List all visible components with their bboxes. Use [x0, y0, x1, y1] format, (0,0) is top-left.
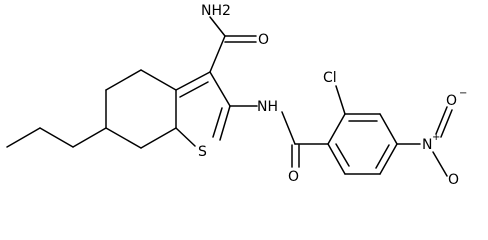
- cyclohexene-ring: [105, 69, 177, 149]
- linker-oxygen-label: O: [288, 169, 299, 185]
- chlorine-label: Cl: [323, 70, 337, 86]
- thiophene-ring: [175, 71, 231, 147]
- molecule-diagram: NH2 O NH S Cl O N + O O −: [6, 3, 467, 187]
- structure-svg: NH2 O NH S Cl O N + O O −: [6, 3, 467, 187]
- chloro-bond: [335, 85, 346, 115]
- nitro-nitrogen-label: N: [422, 137, 432, 153]
- propyl-chain: [6, 127, 107, 148]
- amide-nh2-label: NH2: [201, 3, 231, 19]
- amide-oxygen-label: O: [258, 32, 269, 48]
- nitro-oxygen-charge: −: [459, 88, 467, 99]
- thiophene-sulfur-label: S: [198, 144, 207, 160]
- nitro-group-bonds: [396, 106, 453, 177]
- nitro-nitrogen-charge: +: [432, 132, 440, 143]
- benzene-ring: [327, 113, 398, 175]
- amide-linker: [229, 105, 329, 168]
- carboxamide-group: [209, 16, 257, 73]
- nitro-oxygen-top-label: O: [446, 93, 457, 109]
- nitro-oxygen-bottom-label: O: [448, 172, 459, 187]
- linker-nh-label: NH: [257, 99, 278, 115]
